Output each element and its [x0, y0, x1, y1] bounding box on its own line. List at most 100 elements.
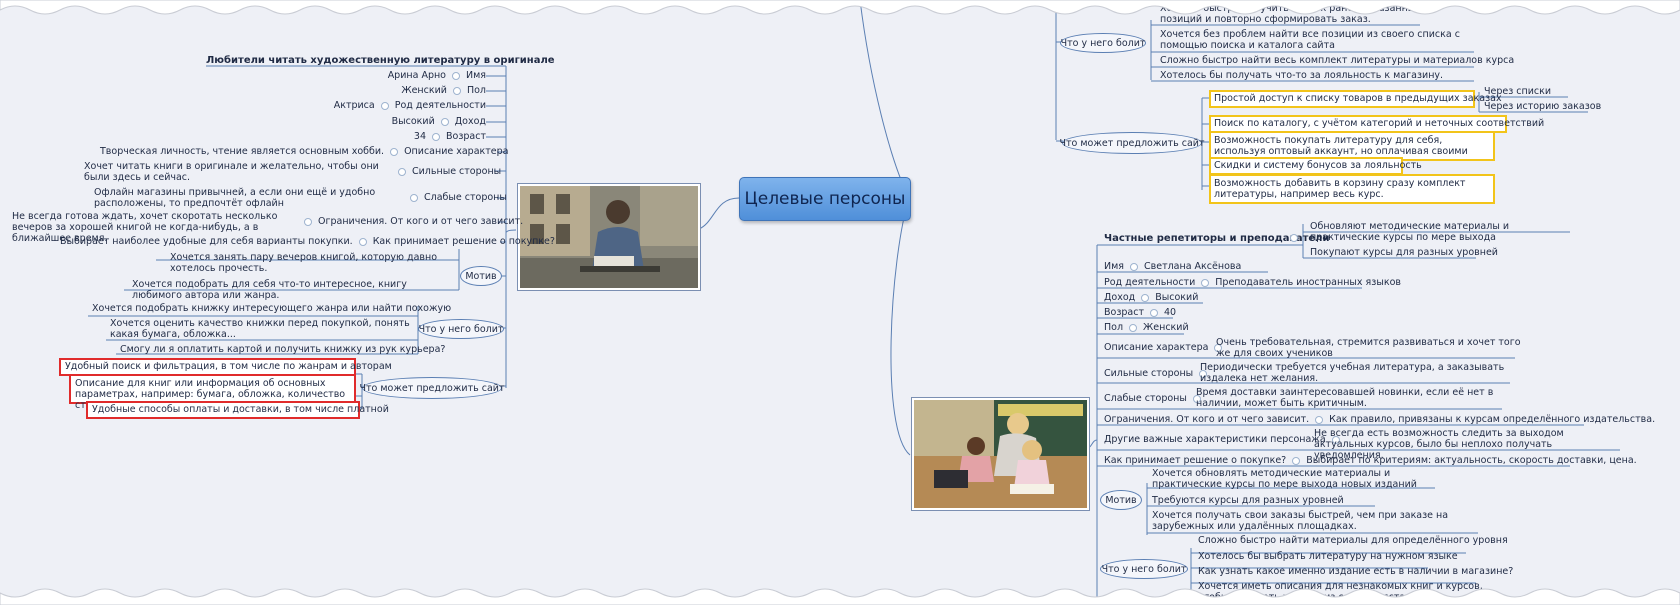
attr-value: Женский	[401, 85, 447, 96]
node-bullet-icon	[358, 237, 367, 246]
motiv-item[interactable]: Хочется подобрать для себя что-то интере…	[132, 279, 407, 301]
node-bullet-icon	[1331, 435, 1340, 444]
node-bullet-icon	[380, 101, 389, 110]
attr-value: Женский	[1143, 322, 1189, 333]
attr-value-other[interactable]: Не всегда есть возможность следить за вы…	[1314, 428, 1564, 461]
motiv-item[interactable]: Хочется получать свои заказы быстрей, че…	[1152, 510, 1449, 532]
node-bullet-icon	[1201, 278, 1210, 287]
attr-key: Имя	[1104, 261, 1124, 272]
torn-edge-top	[0, 0, 1680, 15]
attr-value-strengths[interactable]: Хочет читать книги в оригинале и желател…	[84, 161, 379, 183]
node-bullet-icon	[398, 167, 406, 176]
attr-key: Сильные стороны	[412, 166, 502, 177]
offer-sub-lists[interactable]: Через списки	[1484, 86, 1552, 97]
branch-pain-right[interactable]: Что у него болит	[1100, 559, 1188, 579]
attr-row-character[interactable]: Творческая личность, чтение является осн…	[100, 146, 509, 157]
persona-photo-tutor[interactable]	[911, 397, 1090, 511]
attr-key-weaknesses[interactable]: Слабые стороны	[404, 192, 507, 203]
pain-item[interactable]: Хочется подобрать книжку интересующего ж…	[92, 303, 452, 314]
attr-key: Сильные стороны	[1104, 368, 1194, 379]
persona-title-readers[interactable]: Любители читать художественную литератур…	[206, 55, 555, 66]
persona-title-tutors[interactable]: Частные репетиторы и преподаватели	[1104, 233, 1330, 244]
central-topic[interactable]: Целевые персоны	[739, 177, 911, 221]
attr-key-character[interactable]: Описание характера	[1104, 342, 1228, 353]
motiv-item[interactable]: Хочется занять пару вечеров книгой, кото…	[170, 252, 438, 274]
offer-item-label: Простой доступ к списку товаров в предыд…	[1214, 93, 1502, 104]
pain-item[interactable]: Хотелось бы получать что-то за лояльност…	[1160, 70, 1444, 81]
pain-item[interactable]: Хочется оценить качество книжки перед по…	[110, 318, 410, 340]
title-note[interactable]: Покупают курсы для разных уровней	[1310, 247, 1498, 258]
attr-key-weaknesses[interactable]: Слабые стороны	[1104, 393, 1207, 404]
branch-motiv-right[interactable]: Мотив	[1100, 490, 1142, 510]
branch-offer-top-right[interactable]: Что может предложить сайт	[1060, 132, 1205, 154]
offer-item-bundle[interactable]: Возможность добавить в корзину сразу ком…	[1209, 174, 1495, 204]
attr-key: Как принимает решение о покупке?	[1104, 455, 1287, 466]
attr-key-strengths[interactable]: Сильные стороны	[1104, 368, 1213, 379]
pain-item[interactable]: Сложно быстро найти материалы для опреде…	[1198, 535, 1508, 546]
persona-photo-reader[interactable]	[517, 183, 701, 291]
attr-key: Возраст	[1104, 307, 1144, 318]
attr-key-limits[interactable]: Ограничения. От кого и от чего зависит.	[298, 216, 523, 227]
attr-value: Светлана Аксёнова	[1144, 261, 1242, 272]
node-bullet-icon	[1141, 293, 1150, 302]
offer-sub-history[interactable]: Через историю заказов	[1484, 101, 1602, 112]
node-bullet-icon	[1130, 262, 1138, 271]
offer-item-payment[interactable]: Удобные способы оплаты и доставки, в том…	[86, 401, 389, 419]
attr-value-character[interactable]: Очень требовательная, стремится развиват…	[1216, 337, 1521, 359]
attr-value-weaknesses[interactable]: Время доставки заинтересовавшей новинки,…	[1196, 387, 1494, 409]
offer-item-description[interactable]: Описание для книг или информация об осно…	[69, 374, 356, 411]
attr-value: Выбирает наиболее удобные для себя вариа…	[60, 236, 353, 247]
motiv-item[interactable]: Хочется обновлять методические материалы…	[1152, 468, 1417, 490]
attr-value: Творческая личность, чтение является осн…	[100, 146, 385, 157]
attr-row-limits[interactable]: Ограничения. От кого и от чего зависит.К…	[1104, 414, 1655, 425]
reader-photo-image	[520, 186, 698, 288]
node-bullet-icon	[432, 132, 440, 141]
branch-pain-left[interactable]: Что у него болит	[418, 319, 504, 339]
attr-row-decision[interactable]: Как принимает решение о покупке?Выбирает…	[1104, 455, 1637, 466]
offer-item-label: Поиск по каталогу, с учётом категорий и …	[1214, 118, 1545, 129]
attr-value-strengths[interactable]: Периодически требуется учебная литератур…	[1200, 362, 1505, 384]
pain-item[interactable]: Хотелось бы выбрать литературу на нужном…	[1198, 551, 1458, 562]
pain-item[interactable]: Сложно быстро найти весь комплект литера…	[1160, 55, 1515, 66]
branch-pain-top-right[interactable]: Что у него болит	[1060, 33, 1146, 53]
tutor-photo-image	[914, 400, 1087, 508]
title-note[interactable]: Обновляют методические материалы и практ…	[1310, 221, 1510, 243]
offer-item-bonus[interactable]: Скидки и систему бонусов за лояльность	[1209, 157, 1422, 175]
attr-row-name[interactable]: Имя Светлана Аксёнова	[1104, 261, 1241, 272]
pain-item[interactable]: Хочется без проблем найти все позиции из…	[1160, 29, 1460, 51]
attr-key: Как принимает решение о покупке?	[372, 236, 555, 247]
attr-row-decision[interactable]: Выбирает наиболее удобные для себя вариа…	[60, 236, 555, 247]
attr-key: Слабые стороны	[424, 192, 507, 203]
attr-value: 34	[413, 131, 426, 142]
node-bullet-icon	[452, 71, 460, 80]
branch-motiv-left[interactable]: Мотив	[460, 266, 502, 286]
node-bullet-icon	[1199, 369, 1208, 378]
node-bullet-icon	[1150, 308, 1158, 317]
central-topic-label: Целевые персоны	[744, 189, 906, 209]
attr-key: Описание характера	[1104, 342, 1209, 353]
branch-offer-left[interactable]: Что может предложить сайт	[360, 377, 505, 399]
attr-key-strengths[interactable]: Сильные стороны	[392, 166, 501, 177]
node-bullet-icon	[410, 193, 418, 202]
pain-item[interactable]: Как узнать какое именно издание есть в н…	[1198, 566, 1514, 577]
attr-value: Преподаватель иностранных языков	[1215, 277, 1401, 288]
attr-value-weaknesses[interactable]: Офлайн магазины привычней, а если они ещ…	[94, 187, 376, 209]
motiv-item[interactable]: Требуются курсы для разных уровней	[1152, 495, 1344, 506]
attr-value-limits[interactable]: Не всегда готова ждать, хочет скоротать …	[12, 211, 278, 244]
offer-item-history[interactable]: Простой доступ к списку товаров в предыд…	[1209, 90, 1502, 108]
node-bullet-icon	[1214, 343, 1223, 352]
attr-key-other[interactable]: Другие важные характеристики персонажа	[1104, 434, 1346, 445]
pain-item[interactable]: Смогу ли я оплатить картой и получить кн…	[120, 344, 446, 355]
attr-value: Высокий	[1155, 292, 1199, 303]
